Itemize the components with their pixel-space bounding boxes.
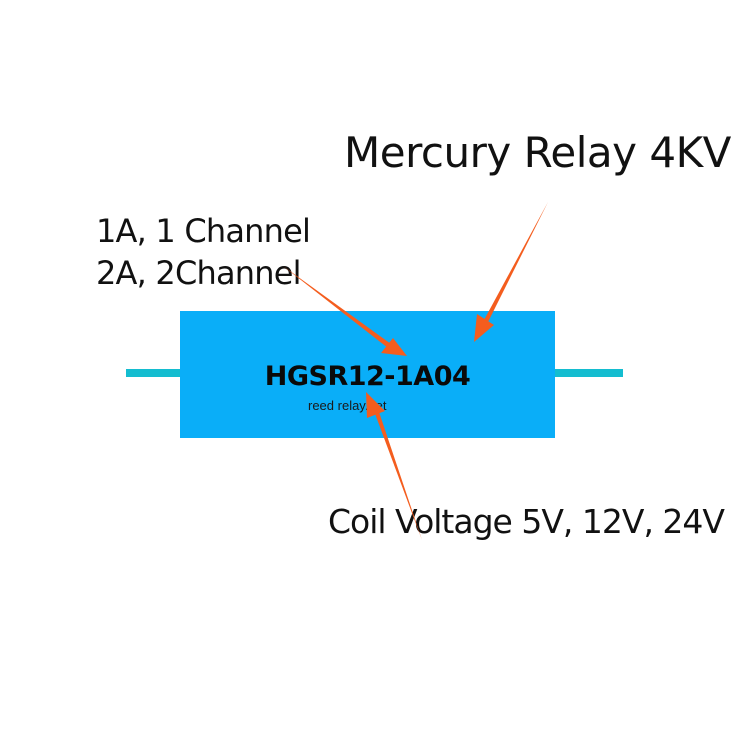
channel-label-line1: 1A, 1 Channel: [96, 212, 311, 250]
channel-label-line2: 2A, 2Channel: [96, 254, 302, 292]
right-lead-wire: [548, 369, 623, 377]
relay-brand-text: reed relay.net: [308, 398, 387, 413]
left-lead-wire: [126, 369, 186, 377]
relay-model-number: HGSR12-1A04: [264, 361, 471, 392]
relay-body: HGSR12-1A04 reed relay.net: [180, 311, 555, 438]
coil-voltage-label: Coil Voltage 5V, 12V, 24V: [328, 502, 725, 541]
title-label: Mercury Relay 4KV: [344, 128, 731, 177]
